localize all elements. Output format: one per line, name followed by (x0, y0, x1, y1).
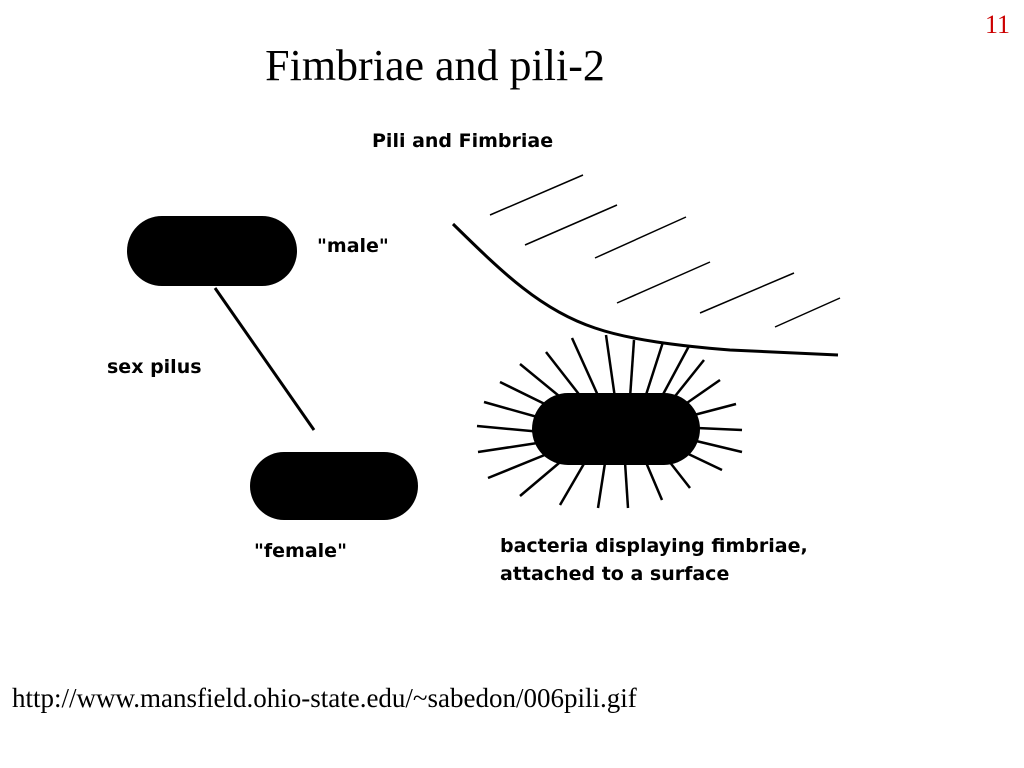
fimbriae-caption-line1: bacteria displaying fimbriae, (500, 535, 808, 557)
fimbriated-bacterium (532, 393, 700, 465)
male-cell (127, 216, 297, 286)
attachment-surface (451, 222, 839, 357)
fimbriae-caption-line2: attached to a surface (500, 563, 729, 585)
surface-hatching (489, 174, 841, 328)
source-url[interactable]: http://www.mansfield.ohio-state.edu/~sab… (12, 683, 637, 713)
diagram-heading: Pili and Fimbriae (372, 130, 553, 152)
female-label: "female" (254, 540, 347, 562)
slide-number: 11 (984, 10, 1010, 39)
sex-pilus-line (213, 287, 316, 431)
male-label: "male" (317, 235, 389, 257)
slide-title: Fimbriae and pili-2 (265, 41, 605, 90)
sex-pilus-label: sex pilus (107, 356, 202, 378)
female-cell (250, 452, 418, 520)
